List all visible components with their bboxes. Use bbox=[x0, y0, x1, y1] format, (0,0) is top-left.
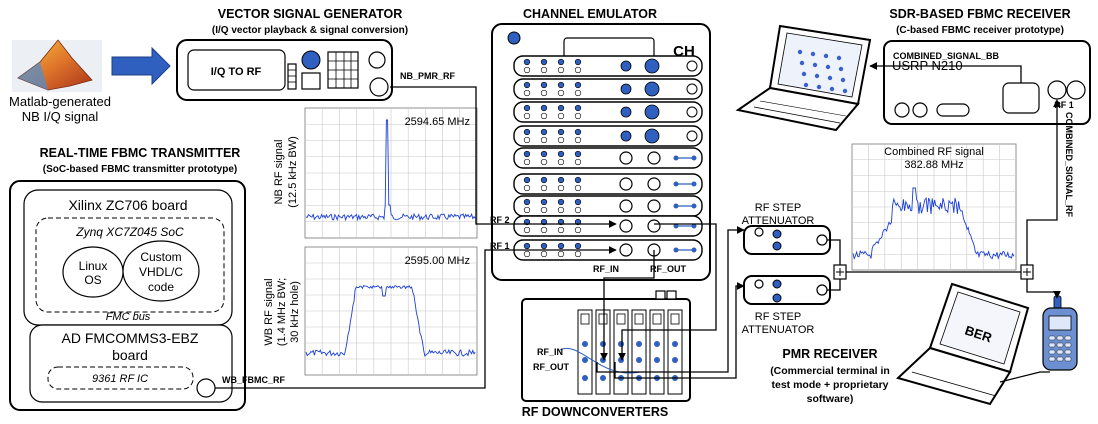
transmitter-subtitle: (SoC-based FBMC transmitter prototype) bbox=[43, 164, 237, 175]
rf2-label: RF 2 bbox=[490, 215, 510, 225]
rf-ic-label: 9361 RF IC bbox=[92, 373, 148, 385]
attenuator-bottom-label-2: ATTENUATOR bbox=[742, 324, 815, 336]
dc-rf-in-label: RF_IN bbox=[537, 347, 563, 357]
rf-wires bbox=[215, 62, 1061, 389]
fmc-bus-label: FMC bus bbox=[106, 311, 151, 323]
downconverters-title: RF DOWNCONVERTERS bbox=[522, 405, 669, 419]
channel-emulator-title: CHANNEL EMULATOR bbox=[523, 7, 657, 21]
transmitter-title: REAL-TIME FBMC TRANSMITTER bbox=[40, 146, 241, 160]
matlab-to-vsg-arrow-icon bbox=[111, 46, 171, 86]
rf-downconverters-rack bbox=[521, 290, 691, 402]
custom-code-label-2: VHDL/C bbox=[139, 265, 183, 279]
rf-step-attenuator-bottom bbox=[743, 275, 831, 305]
attenuator-bottom-label-1: RF STEP bbox=[755, 311, 801, 323]
wb-spectrum-plot bbox=[304, 246, 478, 376]
nb-spectrum-plot bbox=[304, 107, 478, 239]
ch-label: CH bbox=[673, 43, 695, 60]
vsg-title: VECTOR SIGNAL GENERATOR bbox=[218, 7, 403, 21]
nb-ylabel-2: (12.5 kHz BW) bbox=[287, 136, 299, 208]
iq-to-rf-label: I/Q TO RF bbox=[211, 66, 262, 78]
vector-signal-generator: I/Q TO RF bbox=[176, 39, 393, 101]
nb-ylabel-1: NB RF signal bbox=[273, 140, 285, 205]
nb-freq-label: 2594.65 MHz bbox=[405, 116, 470, 128]
wb-ylabel-1: WB RF signal bbox=[263, 278, 275, 345]
ber-laptop-icon bbox=[896, 282, 1030, 406]
pmr-terminal-phone-icon bbox=[1042, 295, 1078, 371]
wb-fbmc-rf-signal-label: WB_FBMC_RF bbox=[222, 375, 285, 385]
combined-freq-label: 382.88 MHz bbox=[904, 159, 963, 171]
linux-label-2: OS bbox=[84, 273, 101, 287]
custom-code-label-1: Custom bbox=[140, 250, 181, 264]
usrp-rf1-label: RF 1 bbox=[1054, 100, 1074, 110]
combined-rf-label: COMBINED_SIGNAL_RF bbox=[1064, 112, 1074, 218]
rf-step-attenuator-top bbox=[743, 225, 831, 255]
ch-rf-out-label: RF_OUT bbox=[650, 264, 687, 274]
vsg-subtitle: (I/Q vector playback & signal conversion… bbox=[212, 25, 408, 36]
pmr-title: PMR RECEIVER bbox=[782, 347, 877, 361]
pmr-subtitle-3: software) bbox=[807, 393, 854, 405]
custom-code-label-3: code bbox=[148, 280, 174, 294]
matlab-caption-1: Matlab-generated bbox=[9, 94, 111, 109]
matlab-logo-icon bbox=[12, 39, 102, 92]
linux-label-1: Linux bbox=[79, 259, 108, 273]
zynq-soc-label: Zynq XC7Z045 SoC bbox=[75, 225, 184, 239]
usrp-n210-device bbox=[883, 40, 1091, 125]
ch-rf-in-label: RF_IN bbox=[593, 264, 619, 274]
dc-rf-out-label: RF_OUT bbox=[533, 362, 570, 372]
pmr-subtitle-2: test mode + proprietary bbox=[772, 379, 889, 391]
wb-freq-label: 2595.00 MHz bbox=[405, 255, 470, 267]
sdr-receiver-subtitle: (C-based FBMC receiver prototype) bbox=[896, 25, 1064, 36]
ad-fmcomms3-label-1: AD FMCOMMS3-EBZ bbox=[62, 330, 199, 346]
nb-pmr-rf-signal-label: NB_PMR_RF bbox=[400, 71, 456, 81]
transmitter-rf-out-port bbox=[196, 378, 216, 398]
fbmc-transmitter: Xilinx ZC706 board Zynq XC7Z045 SoC Linu… bbox=[9, 180, 246, 411]
combined-spectrum-plot bbox=[851, 143, 1017, 271]
channel-emulator bbox=[491, 23, 711, 281]
zc706-board-label: Xilinx ZC706 board bbox=[68, 197, 187, 213]
wb-ylabel-2: (1.4 MHz BW; bbox=[276, 278, 288, 346]
matlab-caption-2: NB I/Q signal bbox=[22, 109, 99, 124]
sdr-laptop-icon bbox=[735, 24, 872, 132]
sdr-receiver-title: SDR-BASED FBMC RECEIVER bbox=[889, 7, 1070, 21]
attenuator-top-label-2: ATTENUATOR bbox=[742, 215, 815, 227]
attenuator-top-label-1: RF STEP bbox=[755, 202, 801, 214]
combined-bb-label: COMBINED_SIGNAL_BB bbox=[893, 51, 1000, 61]
vsg-rf-out-port bbox=[369, 77, 389, 97]
wb-ylabel-3: 30 kHz hole) bbox=[289, 281, 301, 343]
pmr-subtitle-1: (Commercial terminal in bbox=[770, 365, 890, 377]
combined-title-label: Combined RF signal bbox=[884, 146, 984, 158]
ad-fmcomms3-label-2: board bbox=[112, 347, 148, 363]
rf1-label: RF 1 bbox=[490, 241, 510, 251]
